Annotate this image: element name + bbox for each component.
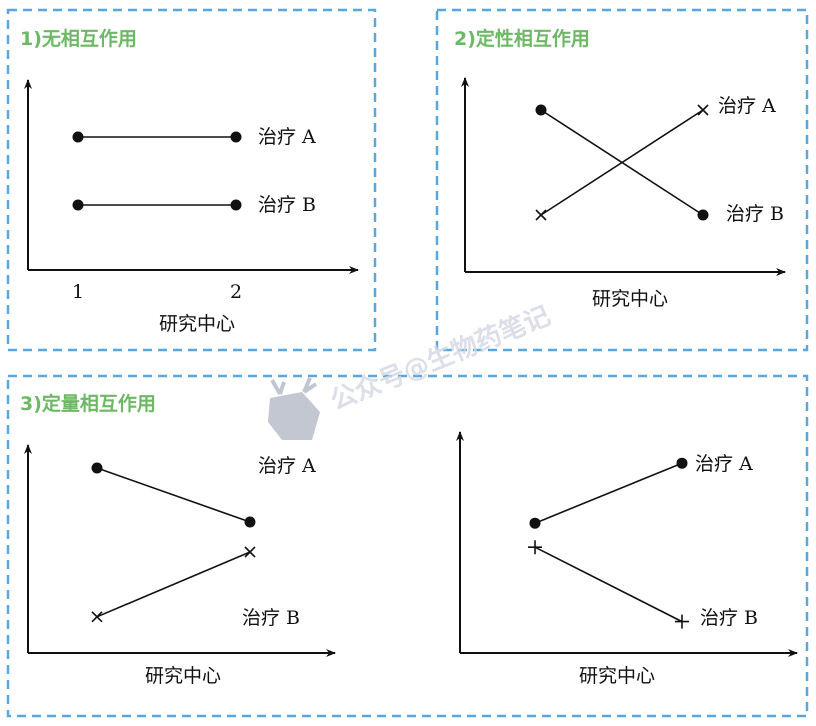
- series-line: [534, 546, 683, 623]
- panel-2-frame: [435, 8, 809, 352]
- x-axis-label: 研究中心: [159, 313, 235, 335]
- data-point-x-marker: [697, 104, 709, 116]
- series-line: [96, 467, 251, 523]
- series-treatment-a: 治疗 A: [535, 95, 776, 221]
- data-point-plus-marker: [675, 614, 689, 629]
- series-label: 治疗 B: [258, 194, 316, 216]
- series-treatment-b: 治疗 B: [535, 104, 784, 225]
- series-line: [534, 462, 683, 524]
- data-point-dot-marker: [91, 462, 103, 474]
- series-label: 治疗 A: [258, 126, 316, 148]
- series-label: 治疗 A: [695, 453, 753, 475]
- data-point-dot-marker: [72, 199, 84, 211]
- data-point-x-marker: [244, 546, 256, 558]
- data-point-dot-marker: [72, 131, 84, 143]
- series-label: 治疗 B: [726, 203, 784, 225]
- series-label: 治疗 B: [242, 607, 300, 629]
- chart-1: 治疗 A 治疗 B 1 2 研究中心: [24, 79, 359, 335]
- series-treatment-b: 治疗 B: [72, 194, 316, 216]
- svg-text:公众号@生物药笔记: 公众号@生物药笔记: [326, 300, 555, 416]
- series-treatment-a: 治疗 A: [529, 453, 753, 529]
- data-point-dot-marker: [676, 457, 688, 469]
- x-tick-label: 1: [72, 281, 84, 303]
- data-point-dot-marker: [529, 517, 541, 529]
- chart-3: 治疗 A 治疗 B 研究中心: [24, 444, 336, 687]
- x-tick-label: 2: [230, 281, 242, 303]
- data-point-dot-marker: [697, 209, 709, 221]
- panel-1-title: 1)无相互作用: [20, 27, 137, 50]
- panel-2-title: 2)定性相互作用: [454, 27, 590, 50]
- chart-4: 治疗 A 治疗 B 研究中心: [456, 431, 798, 687]
- series-label: 治疗 B: [700, 607, 758, 629]
- panel-3-frame: [6, 374, 809, 718]
- x-axis-label: 研究中心: [592, 288, 668, 310]
- panel-3-title: 3)定量相互作用: [20, 392, 156, 415]
- data-point-dot-marker: [535, 104, 547, 116]
- series-treatment-a: 治疗 A: [91, 455, 316, 528]
- deer-logo-icon: [268, 377, 320, 440]
- data-point-plus-marker: [528, 540, 542, 555]
- data-point-dot-marker: [230, 199, 242, 211]
- data-point-dot-marker: [230, 131, 242, 143]
- series-treatment-b: 治疗 B: [528, 540, 758, 629]
- chart-2: 治疗 A 治疗 B 研究中心: [461, 77, 786, 310]
- panel-1-frame: [6, 8, 377, 352]
- data-point-x-marker: [535, 209, 547, 221]
- x-axis-label: 研究中心: [145, 665, 221, 687]
- data-point-dot-marker: [244, 516, 256, 528]
- x-axis-label: 研究中心: [579, 665, 655, 687]
- data-point-x-marker: [91, 611, 103, 623]
- series-line: [540, 109, 704, 216]
- series-label: 治疗 A: [258, 455, 316, 477]
- series-label: 治疗 A: [718, 95, 776, 117]
- watermark: 公众号@生物药笔记: [268, 300, 555, 440]
- series-line: [96, 551, 251, 618]
- series-treatment-a: 治疗 A: [72, 126, 316, 148]
- series-treatment-b: 治疗 B: [91, 546, 300, 629]
